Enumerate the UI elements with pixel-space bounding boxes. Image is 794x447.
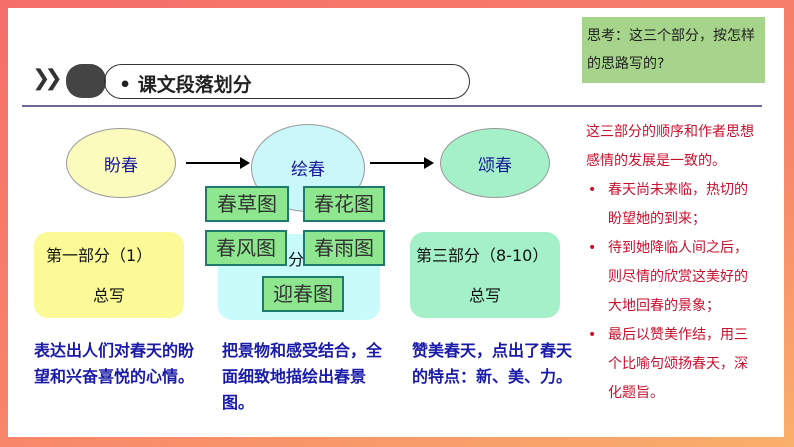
tag-chunhua: 春花图: [303, 186, 385, 222]
slide: ❯❯ • 课文段落划分 思考：这三个部分，按怎样的思路写的? 盼春 绘春 颂春 …: [8, 8, 784, 437]
part-three-box: 第三部分（8-10） 总写: [410, 232, 560, 318]
part-sub: 总写: [468, 286, 501, 305]
analysis-bullet: 待到她降临人间之后，则尽情的欣赏这美好的大地回春的景象；: [586, 234, 756, 321]
part-label: 第三部分（8-10）: [416, 246, 549, 265]
arrow-icon: [186, 157, 250, 169]
section-title: • 课文段落划分: [104, 64, 470, 99]
analysis-panel: 这三部分的顺序和作者思想感情的发展是一致的。 春天尚未来临，热切的盼望她的到来；…: [586, 118, 756, 408]
think-question-box: 思考：这三个部分，按怎样的思路写的?: [582, 17, 765, 83]
dark-pill-decoration: [66, 64, 106, 98]
ellipse-songchun: 颂春: [440, 128, 550, 198]
part-label: 分: [288, 250, 305, 269]
tag-yingchun: 迎春图: [262, 276, 344, 312]
tag-chunfeng: 春风图: [205, 230, 287, 266]
description-part-one: 表达出人们对春天的盼望和兴奋喜悦的心情。: [34, 341, 195, 386]
description-part-two: 把景物和感受结合，全面细致地描绘出春景图。: [222, 341, 383, 412]
analysis-intro: 这三部分的顺序和作者思想感情的发展是一致的。: [586, 124, 754, 169]
ellipse-panchun: 盼春: [66, 128, 176, 198]
tag-chunyu: 春雨图: [303, 230, 385, 266]
part-label: 第一部分（1）: [46, 246, 153, 265]
part-sub: 总写: [92, 286, 125, 305]
analysis-bullet: 最后以赞美作结，用三个比喻句颂扬春天，深化题旨。: [586, 321, 756, 408]
part-one-box: 第一部分（1） 总写: [34, 232, 184, 318]
divider: [22, 105, 762, 107]
description-part-three: 赞美春天，点出了春天的特点：新、美、力。: [412, 341, 573, 386]
tag-chuncao: 春草图: [205, 186, 289, 222]
analysis-bullet: 春天尚未来临，热切的盼望她的到来；: [586, 176, 756, 234]
arrow-icon: [370, 157, 434, 169]
double-chevron-icon: ❯❯: [32, 66, 63, 91]
